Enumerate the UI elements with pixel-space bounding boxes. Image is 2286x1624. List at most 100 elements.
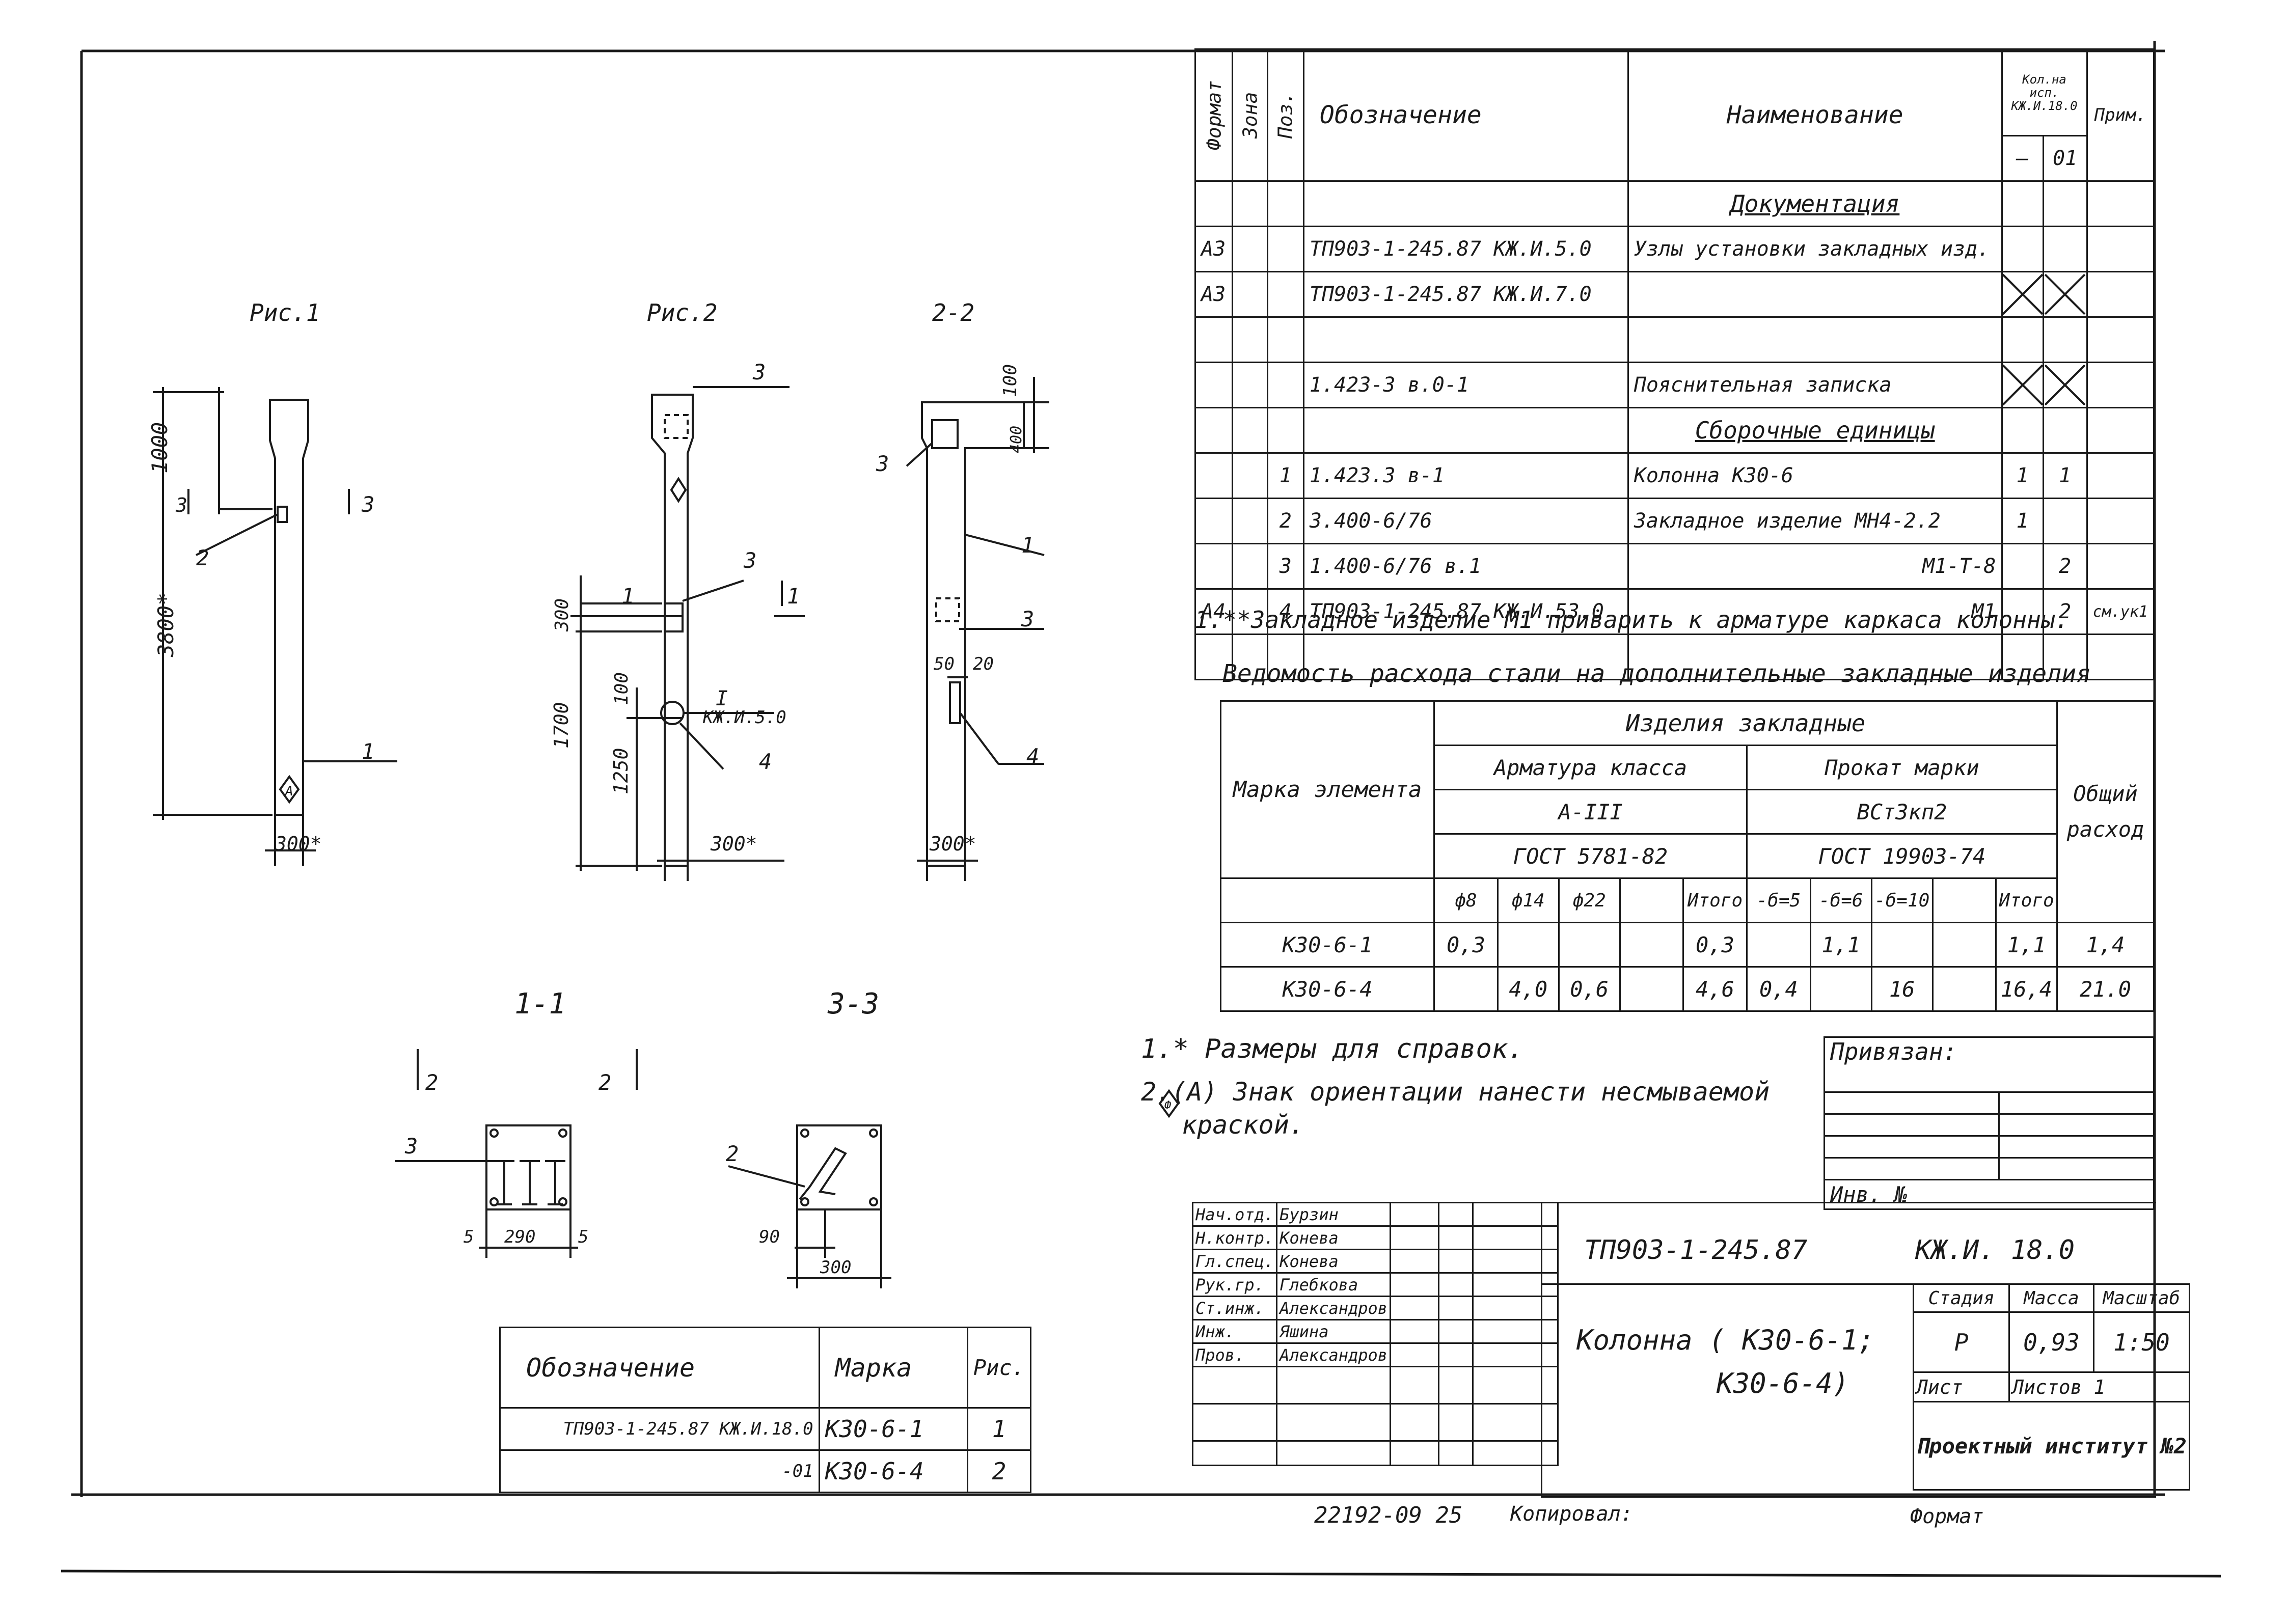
variants-header-mark: Марка (818, 1327, 968, 1409)
signature-role: Н.контр. (1191, 1225, 1278, 1250)
spec-note (2086, 452, 2155, 499)
steel-col-header: ф14 (1496, 877, 1560, 923)
spec-section-title: Документация (1730, 190, 1900, 217)
spec-qa (2001, 271, 2044, 318)
spec-designation: 3.400-6/76 (1302, 498, 1629, 544)
spec-row (1194, 634, 2155, 680)
signature-row: Инж.Яшина (1191, 1319, 1559, 1344)
binding-block: Привязан: Инв. № (1823, 1036, 2155, 1210)
scale-header: Масштаб (2092, 1283, 2191, 1313)
signature-cell (1472, 1202, 1559, 1227)
footer-format: Формат (1910, 1505, 1984, 1528)
note-1: 1.* Размеры для справок. (1141, 1034, 1524, 1064)
spec-qb: 2 (2042, 588, 2088, 635)
steel-value (1746, 922, 1811, 968)
spec-qa (2001, 634, 2044, 680)
dim-1250: 1250 (610, 748, 632, 794)
stage-value: Р (1912, 1311, 2010, 1373)
steel-col-header: ф8 (1433, 877, 1499, 923)
signature-row: Нач.отд.Бурзин (1191, 1202, 1559, 1227)
mass-header: Масса (2008, 1283, 2094, 1313)
signature-cell (1437, 1296, 1474, 1320)
signature-cell (1437, 1342, 1474, 1367)
footer-copied: Копировал: (1510, 1502, 1633, 1526)
callout-3d: 3 (743, 548, 756, 573)
dim-100a: 100 (611, 672, 632, 705)
spec-note (2086, 362, 2155, 408)
signature-role: Гл.спец. (1191, 1249, 1278, 1274)
section-22 (906, 377, 1049, 881)
signature-cell (1390, 1272, 1439, 1297)
spec-format (1194, 634, 1234, 680)
header-designation: Обозначение (1302, 48, 1629, 182)
spec-zone (1232, 452, 1268, 499)
spec-row (1194, 316, 2155, 363)
header-pos: Поз. (1267, 49, 1304, 181)
callout-3c: 3 (752, 360, 766, 384)
dim-300a: 300* (275, 833, 322, 855)
callout-1b: 1 (1021, 533, 1034, 558)
header-qty-a: — (2001, 135, 2044, 182)
signature-role: Ст.инж. (1191, 1296, 1278, 1320)
fig1-label: Рис.1 (250, 299, 320, 326)
dim-300b: 300 (552, 598, 573, 632)
spec-row: Документация (1194, 180, 2155, 227)
callout-3a: 3 (175, 494, 187, 516)
rebar-header: Арматура класса (1433, 745, 1748, 790)
spec-format: А3 (1194, 226, 1234, 272)
steel-value: 4,6 (1682, 966, 1748, 1012)
steel-value: 0,6 (1558, 966, 1621, 1012)
callout-3f: 3 (1021, 607, 1034, 631)
spec-zone (1232, 543, 1268, 590)
dim-5a: 5 (464, 1227, 474, 1247)
callout-3b: 3 (361, 492, 374, 517)
steel-col-header: Итого (1682, 877, 1748, 923)
callout-1s-a: 1 (621, 584, 634, 609)
signature-cell (1437, 1272, 1474, 1297)
spec-qa (2001, 543, 2044, 590)
spec-pos (1266, 362, 1304, 408)
variants-header-des: Обозначение (499, 1327, 820, 1409)
rolled-grade: ВСт3кп2 (1746, 789, 2058, 835)
signature-name: Глебкова (1276, 1272, 1392, 1297)
steel-col-header (1619, 877, 1684, 923)
dim-400: 400 (1008, 426, 1025, 453)
signature-row: Рук.гр.Глебкова (1191, 1272, 1559, 1297)
variant-mark: К30-6-1 (818, 1407, 968, 1451)
signature-name: Александров (1276, 1342, 1392, 1367)
steel-value (1870, 922, 1934, 968)
spec-qa: 1 (2001, 452, 2044, 499)
spec-note (2086, 498, 2155, 544)
dim-3800: 3800* (153, 593, 178, 657)
spec-qb: 2 (2042, 543, 2088, 590)
spec-zone (1232, 407, 1268, 454)
title-line-1: Колонна ( К30-6-1; (1576, 1324, 1875, 1356)
spec-qb (2042, 180, 2088, 227)
variant-des: ТП903-1-245.87 КЖ.И.18.0 (499, 1407, 820, 1451)
steel-mark-header: Марка элемента (1219, 700, 1435, 879)
spec-pos: 2 (1266, 498, 1304, 544)
scale-value: 1:50 (2092, 1311, 2191, 1373)
note-2-cont: краской. (1182, 1110, 1304, 1140)
spec-format (1194, 452, 1234, 499)
stage-header: Стадия (1912, 1283, 2010, 1313)
signature-cell (1390, 1202, 1439, 1227)
steel-group-header: Изделия закладные (1433, 700, 2058, 746)
steel-value: 0,4 (1746, 966, 1811, 1012)
callout-4a: 4 (759, 749, 772, 774)
spec-qa (2001, 226, 2044, 272)
signature-row: Ст.инж.Александров (1191, 1296, 1559, 1320)
spec-qa (2001, 316, 2044, 363)
header-qty-b: 01 (2042, 135, 2088, 182)
rebar-class: А-III (1433, 789, 1748, 835)
spec-name: М1 (1627, 588, 2003, 635)
signature-name: Александров (1276, 1296, 1392, 1320)
spec-name: Документация (1627, 180, 2003, 227)
steel-value (1809, 966, 1872, 1012)
signature-cell (1437, 1202, 1474, 1227)
spec-name (1627, 316, 2003, 363)
